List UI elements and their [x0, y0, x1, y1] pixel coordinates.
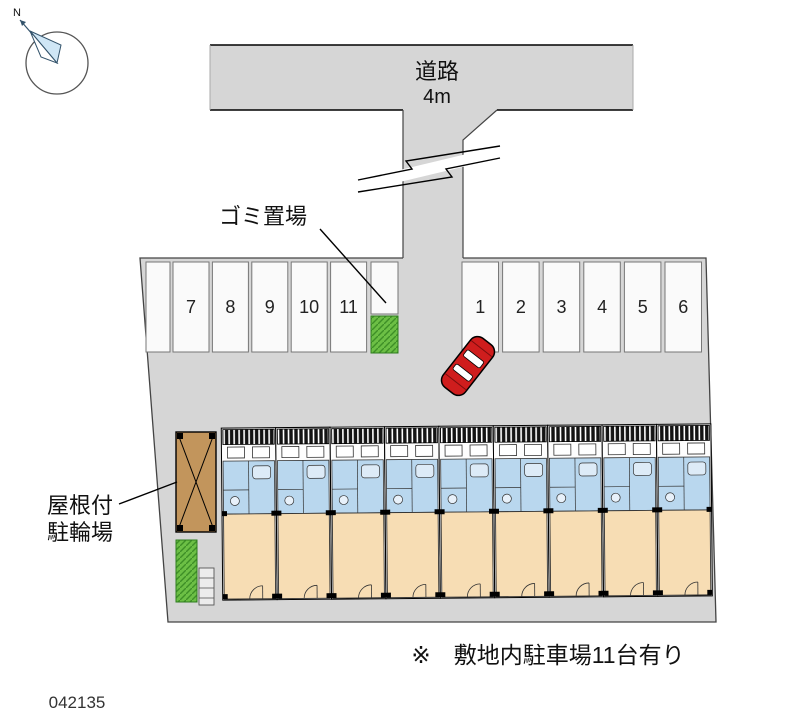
planting-strip	[175, 539, 215, 606]
stall-number: 6	[678, 297, 688, 317]
stall-number: 2	[516, 297, 526, 317]
garbage-area	[370, 261, 399, 354]
parking-note: ※ 敷地内駐車場11台有り	[411, 642, 684, 668]
bicycle-callout: 屋根付 駐輪場	[47, 481, 178, 545]
stall-number: 7	[186, 297, 196, 317]
stall-number: 9	[265, 297, 275, 317]
garbage-callout: ゴミ置場	[219, 204, 387, 304]
break-symbol	[357, 145, 501, 193]
stall-number: 4	[597, 297, 607, 317]
bicycle-label-line2: 駐輪場	[47, 520, 113, 545]
bicycle-parking	[175, 431, 217, 533]
driveway	[402, 109, 498, 262]
road: 道路 4m	[209, 44, 634, 111]
parking-row-left: 7 8 9 10 11	[145, 261, 368, 353]
stall-number: 1	[475, 297, 485, 317]
parking-row-right: 1 2 3 4 5 6	[461, 261, 702, 353]
bicycle-label-line1: 屋根付	[47, 493, 113, 518]
garbage-label: ゴミ置場	[219, 204, 307, 229]
road-width-label: 4m	[423, 86, 451, 108]
road-label: 道路	[415, 59, 459, 84]
car-icon	[440, 335, 496, 397]
building	[220, 423, 713, 601]
stall-number: 10	[299, 297, 319, 317]
stall-number: 11	[339, 297, 358, 317]
stall-number: 8	[225, 297, 235, 317]
compass-north-label: N	[13, 7, 21, 19]
stall-number: 5	[638, 297, 648, 317]
stall-number: 3	[556, 297, 566, 317]
compass-icon: N	[13, 7, 89, 95]
plan-number: 042135	[49, 693, 106, 712]
